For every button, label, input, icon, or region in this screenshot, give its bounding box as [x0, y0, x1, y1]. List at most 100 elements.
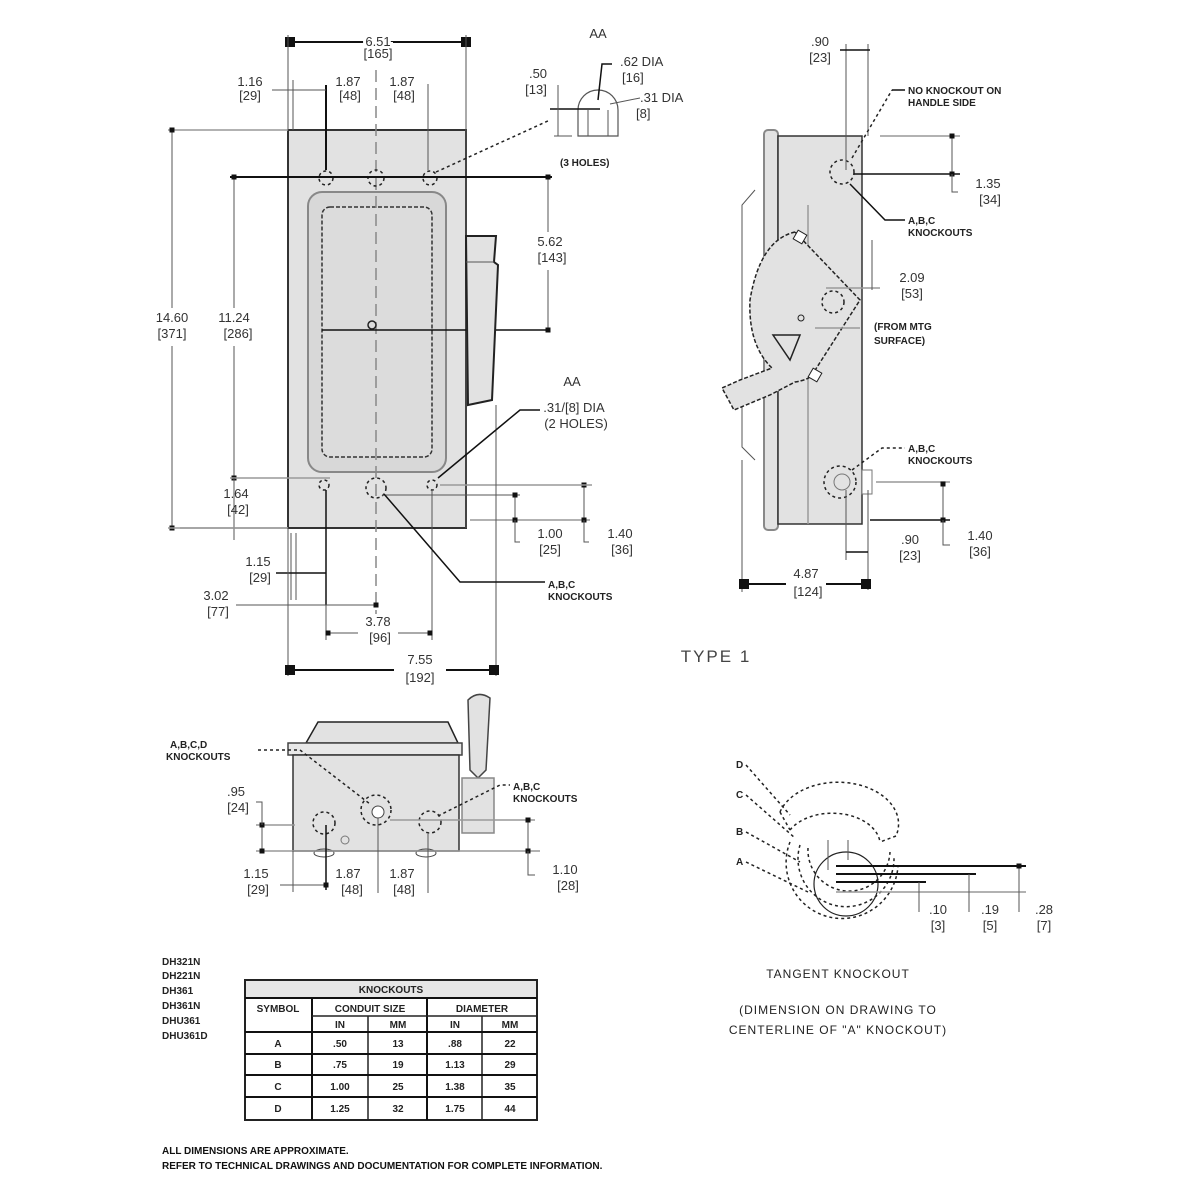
dim-bottom-offset: 1.15	[243, 866, 268, 881]
dim-bottom-height-1: .95	[227, 784, 245, 799]
tangent-knockout-detail: D C B A .10 [3] .19 [5] .28 [7] TANGENT …	[729, 760, 1053, 1037]
dim-left-offset-2-mm: [77]	[207, 604, 229, 619]
label-from-mtg-2: SURFACE)	[874, 336, 925, 347]
dim-bottom-height-1-mm: [24]	[227, 800, 249, 815]
cell-conduit-in: 1.00	[330, 1082, 350, 1093]
dim-tangent-1-mm: [3]	[931, 918, 945, 933]
header-diameter: DIAMETER	[456, 1004, 509, 1015]
cell-dia-in: 1.13	[445, 1060, 465, 1071]
label-side-bottom-knockouts-2: KNOCKOUTS	[908, 456, 973, 467]
label-abc-knockouts-2: KNOCKOUTS	[513, 794, 578, 805]
header-unit-in: IN	[335, 1020, 345, 1031]
handle-mechanism	[720, 231, 861, 411]
label-knockout-d: D	[736, 760, 743, 771]
label-detail-aa-ref: AA	[563, 374, 581, 389]
dim-knockout-height-1: 1.00	[537, 526, 562, 541]
dim-handle-depth-mm: [53]	[901, 286, 923, 301]
cell-dia-mm: 29	[504, 1060, 516, 1071]
label-knockout-b: B	[736, 827, 743, 838]
cell-conduit-mm: 32	[392, 1104, 404, 1115]
cell-dia-mm: 44	[504, 1104, 516, 1115]
dim-side-bottom-offset-mm: [23]	[899, 548, 921, 563]
label-abc-knockouts: A,B,C	[513, 782, 540, 793]
table-row: B .75 19 1.13 29	[274, 1060, 516, 1071]
cell-symbol: D	[274, 1104, 281, 1115]
label-side-top-knockouts-2: KNOCKOUTS	[908, 228, 973, 239]
dim-overall-width-handle: 7.55	[407, 652, 432, 667]
dim-bottom-spacing-1: 1.87	[335, 866, 360, 881]
tangent-knockout-note-2: CENTERLINE OF "A" KNOCKOUT)	[729, 1023, 947, 1037]
label-no-knockout-2: HANDLE SIDE	[908, 98, 976, 109]
dim-mount-height-mm: [286]	[224, 326, 253, 341]
dim-left-offset-1-mm: [29]	[249, 570, 271, 585]
label-side-top-knockouts: A,B,C	[908, 216, 935, 227]
label-abcd-knockouts-2: KNOCKOUTS	[166, 752, 231, 763]
dim-side-top-offset-mm: [23]	[809, 50, 831, 65]
dim-tangent-1: .10	[929, 902, 947, 917]
label-abcd-knockouts: A,B,C,D	[170, 740, 207, 751]
dim-top-knockout-height-mm: [34]	[979, 192, 1001, 207]
dim-hole-spacing-1-mm: [48]	[339, 88, 361, 103]
detail-aa: AA .50 [13] .62 DIA [16] .31 DIA [8]	[525, 26, 684, 137]
dim-detail-height-mm: [13]	[525, 82, 547, 97]
dim-hole-spacing-1: 1.87	[335, 74, 360, 89]
catalog-number: DHU361	[162, 1016, 201, 1027]
table-title: KNOCKOUTS	[359, 985, 424, 996]
dim-bottom-offset-mm: [29]	[247, 882, 269, 897]
cell-conduit-mm: 19	[392, 1060, 404, 1071]
dim-tangent-3-mm: [7]	[1037, 918, 1051, 933]
cell-symbol: C	[274, 1082, 281, 1093]
dim-overall-width: 6.51	[365, 34, 390, 49]
dim-tangent-3: .28	[1035, 902, 1053, 917]
dim-overall-width: 6.51	[365, 34, 390, 49]
dim-side-bottom-offset: .90	[901, 532, 919, 547]
type-label: TYPE 1	[681, 647, 752, 666]
dim-detail-height: .50	[529, 66, 547, 81]
dim-bottom-spacing-2-mm: [48]	[393, 882, 415, 897]
knockout-bottom	[823, 465, 857, 499]
dim-handle-depth: 2.09	[899, 270, 924, 285]
dim-bottom-hole-offset: 1.64	[223, 486, 248, 501]
dim-bottom-spacing-2: 1.87	[389, 866, 414, 881]
knockout-top	[829, 159, 855, 185]
dim-hole-offset: 1.16	[237, 74, 262, 89]
dim-left-offset-1: 1.15	[245, 554, 270, 569]
cell-dia-in: 1.75	[445, 1104, 465, 1115]
label-bottom-holes-count: (2 HOLES)	[544, 416, 608, 431]
dim-knockout-height-2: 1.40	[607, 526, 632, 541]
footnote-approximate: ALL DIMENSIONS ARE APPROXIMATE.	[162, 1146, 349, 1157]
handle-bottom	[467, 693, 491, 780]
catalog-number: DH361N	[162, 1001, 200, 1012]
cell-dia-in: .88	[448, 1039, 462, 1050]
label-knockouts: A,B,C	[548, 580, 575, 591]
dim-side-bottom-height-mm: [36]	[969, 544, 991, 559]
dim-bottom-hole-spacing-mm: [96]	[369, 630, 391, 645]
dim-top-knockout-height: 1.35	[975, 176, 1000, 191]
dim-handle-height-mm: [143]	[538, 250, 567, 265]
catalog-number: DH361	[162, 986, 194, 997]
cell-dia-mm: 22	[504, 1039, 516, 1050]
dim-side-depth: 4.87	[793, 566, 818, 581]
cell-conduit-in: .75	[333, 1060, 347, 1071]
dim-bottom-height-2-mm: [28]	[557, 878, 579, 893]
label-from-mtg: (FROM MTG	[874, 322, 932, 333]
dim-hole-offset-mm: [29]	[239, 88, 261, 103]
dim-hole-dia: .31 DIA	[640, 90, 684, 105]
detail-aa-title: AA	[589, 26, 607, 41]
tangent-knockout-caption: TANGENT KNOCKOUT	[766, 967, 910, 981]
door-window	[321, 206, 433, 458]
catalog-number: DH221N	[162, 971, 200, 982]
dim-hole-spacing-2: 1.87	[389, 74, 414, 89]
screw-icon	[367, 320, 377, 330]
dim-bottom-hole-spacing: 3.78	[365, 614, 390, 629]
header-unit-mm: MM	[390, 1020, 407, 1031]
dim-slot-dia-mm: [16]	[622, 70, 644, 85]
knockout-leaders: D C B A	[736, 760, 809, 893]
label-knockouts-2: KNOCKOUTS	[548, 592, 613, 603]
dim-knockout-height-1-mm: [25]	[539, 542, 561, 557]
dim-left-offset-2: 3.02	[203, 588, 228, 603]
front-view: 6.51 6.51 [165] 1.16 [29] 1.87 [48] 1.87…	[150, 31, 633, 688]
dim-knockout-height-2-mm: [36]	[611, 542, 633, 557]
bottom-view: A,B,C,D KNOCKOUTS A,B,C KNOCKOUTS .95 [2…	[166, 693, 579, 897]
